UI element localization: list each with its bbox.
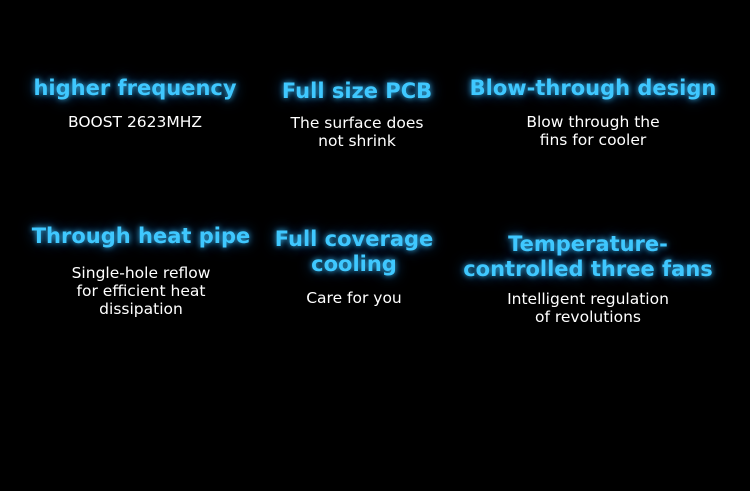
feature-description: Care for you — [306, 289, 402, 307]
feature-through-heat-pipe: Through heat pipe Single-hole reflow for… — [25, 224, 257, 318]
feature-title: higher frequency — [33, 76, 237, 100]
feature-blow-through-design: Blow-through design Blow through the fin… — [462, 76, 724, 149]
feature-full-coverage-cooling: Full coverage cooling Care for you — [262, 227, 446, 307]
feature-title: Through heat pipe — [31, 224, 251, 248]
feature-description: The surface does not shrink — [290, 114, 424, 150]
feature-description: BOOST 2623MHZ — [67, 113, 203, 131]
feature-full-size-pcb: Full size PCB The surface does not shrin… — [252, 79, 462, 150]
feature-description: Blow through the fins for cooler — [526, 113, 660, 149]
feature-description: Intelligent regulation of revolutions — [507, 290, 669, 326]
feature-description: Single-hole reflow for efficient heat di… — [71, 264, 211, 318]
feature-title: Blow-through design — [469, 76, 717, 100]
feature-higher-frequency: higher frequency BOOST 2623MHZ — [25, 76, 245, 131]
feature-temperature-controlled-fans: Temperature- controlled three fans Intel… — [455, 232, 721, 326]
feature-title: Full size PCB — [281, 79, 433, 103]
feature-title: Full coverage cooling — [274, 227, 434, 276]
feature-title: Temperature- controlled three fans — [463, 232, 713, 281]
